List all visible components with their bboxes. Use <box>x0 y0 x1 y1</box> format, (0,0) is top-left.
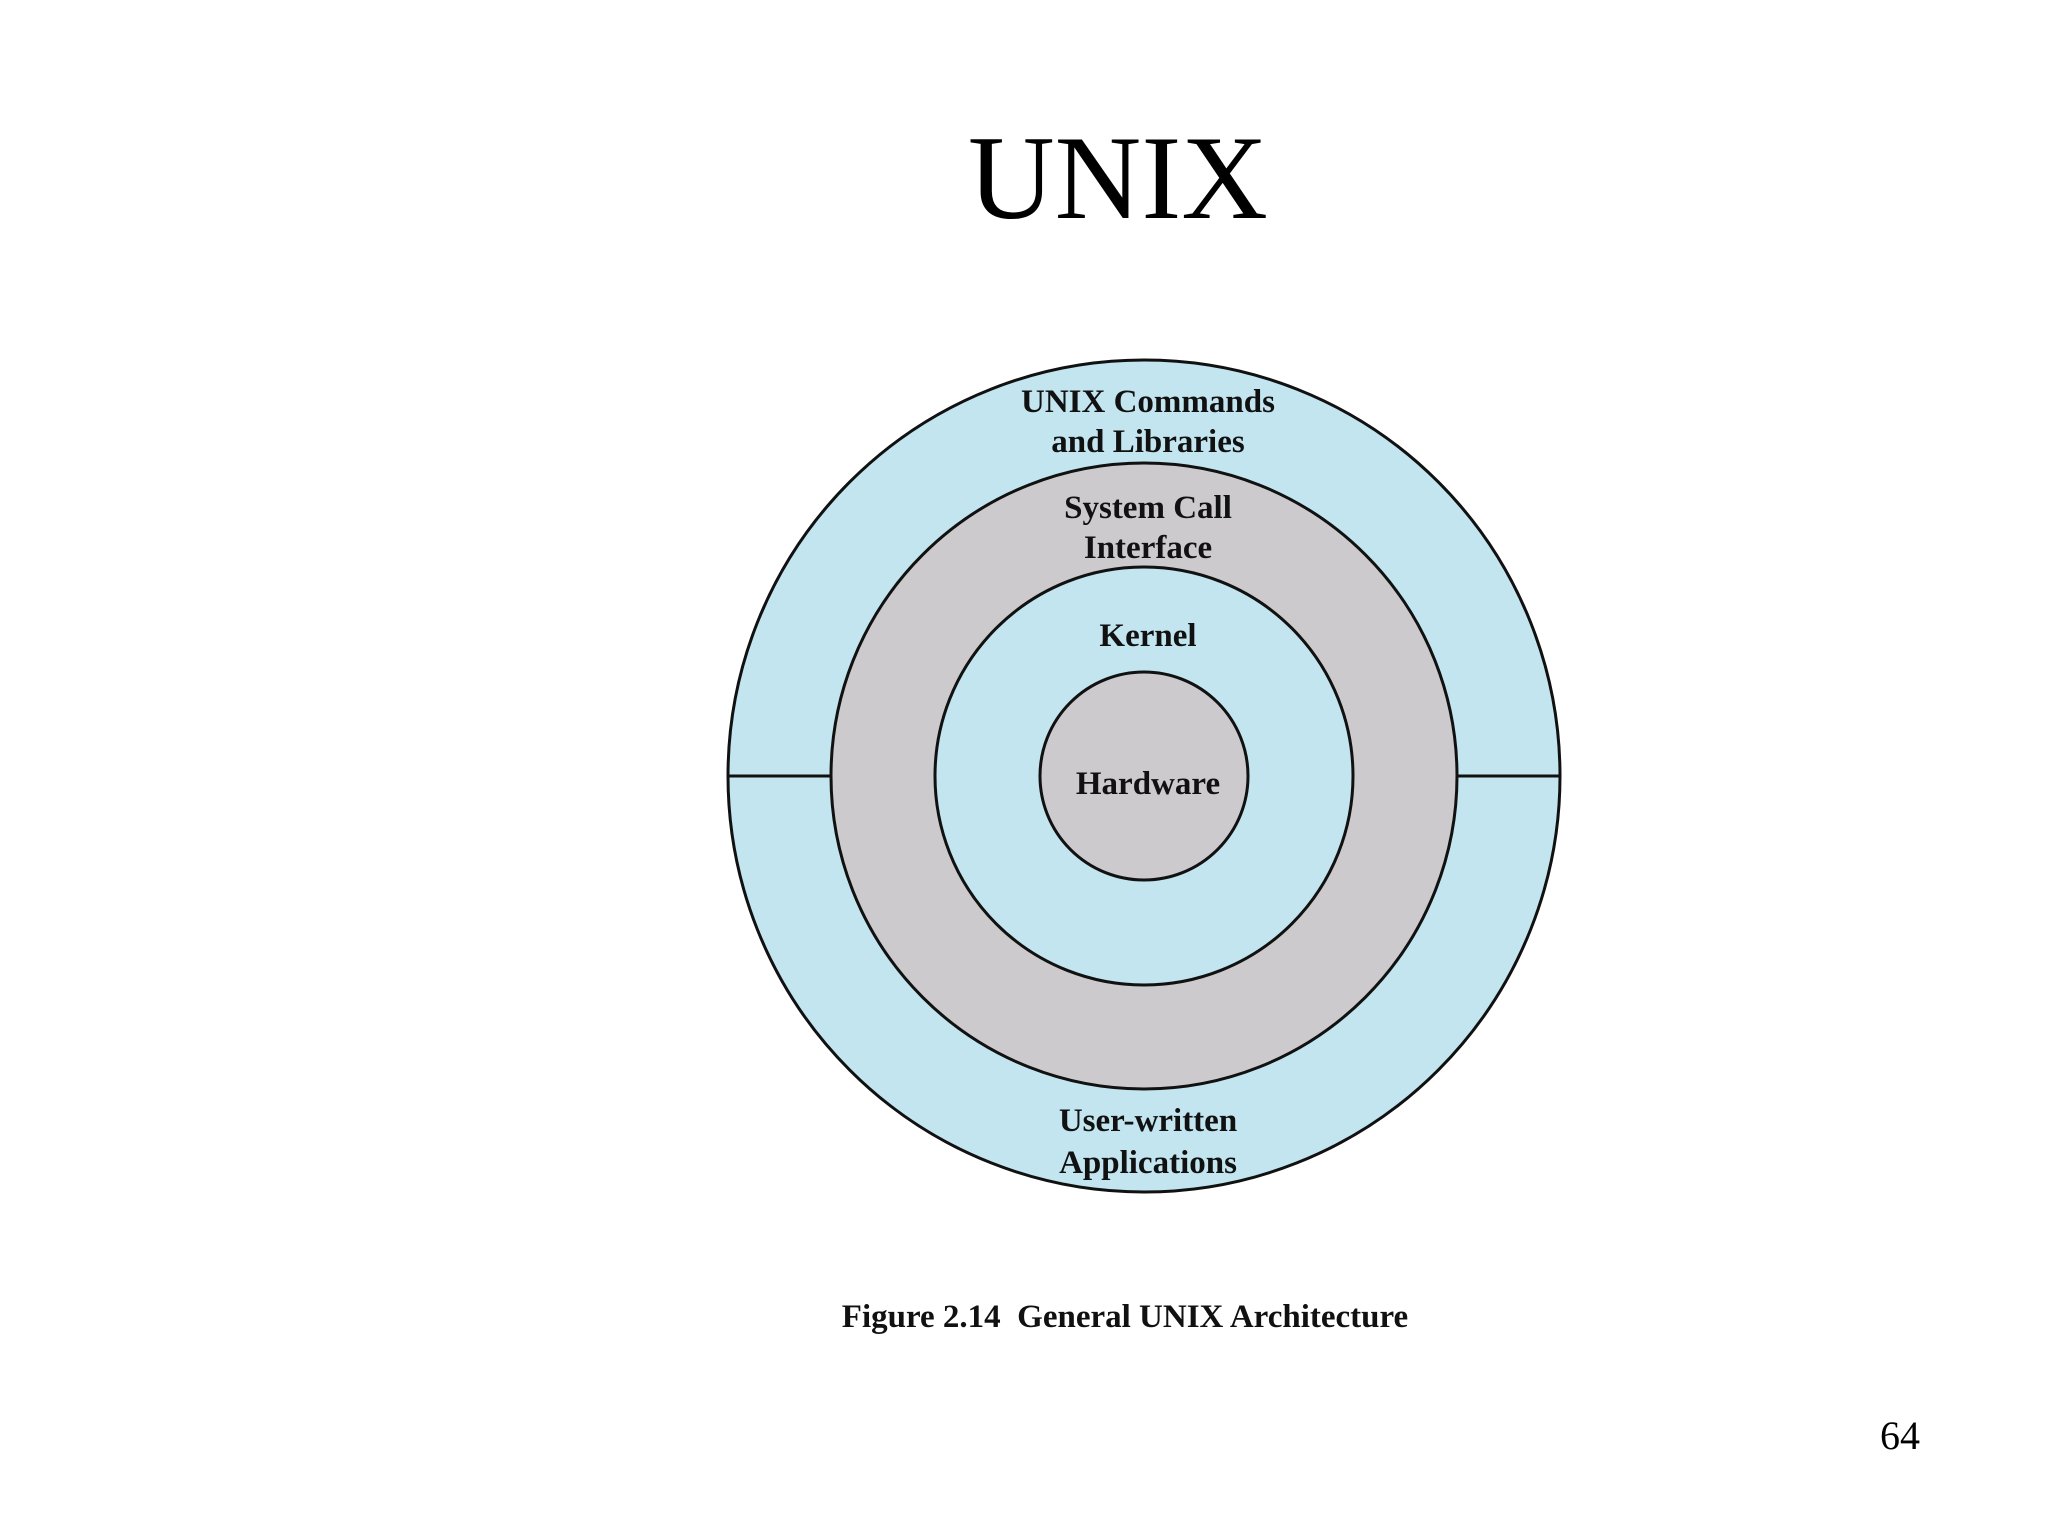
label-syscall-line2: Interface <box>1084 530 1212 566</box>
label-applications-line1: User-written <box>1059 1103 1237 1139</box>
label-commands-line1: UNIX Commands <box>1021 384 1275 420</box>
page-number: 64 <box>1880 1413 1920 1458</box>
label-applications-line2: Applications <box>1059 1145 1237 1181</box>
label-commands-line2: and Libraries <box>1051 424 1245 460</box>
hardware-core <box>1038 670 1250 882</box>
figure-caption: Figure 2.14 General UNIX Architecture <box>842 1299 1408 1335</box>
label-syscall-line1: System Call <box>1064 490 1232 526</box>
label-hardware: Hardware <box>1076 766 1220 802</box>
label-kernel: Kernel <box>1099 618 1196 654</box>
slide-title: UNIX <box>968 111 1268 244</box>
